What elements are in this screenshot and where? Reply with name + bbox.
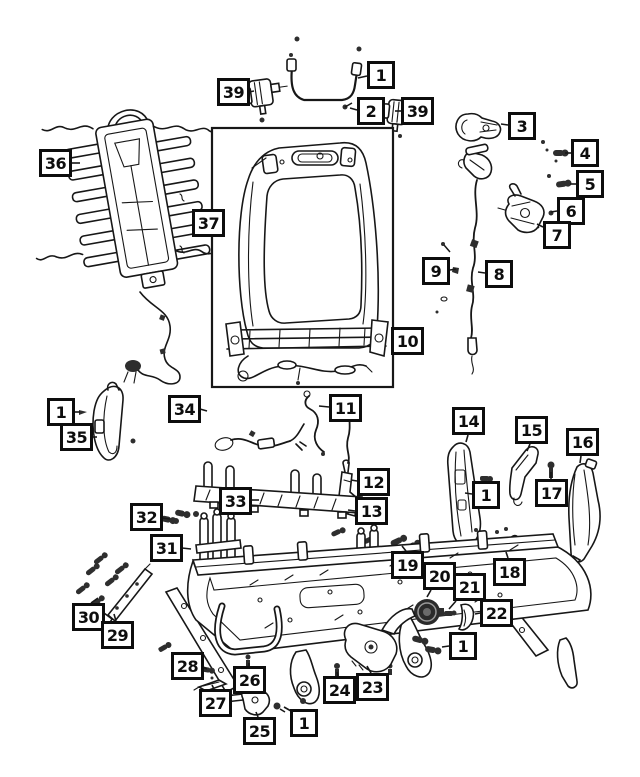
- bolts-32-drawing: [161, 509, 191, 525]
- cables-34-11-drawing: [214, 390, 352, 464]
- callout-19[interactable]: 19: [391, 551, 424, 579]
- callout-24[interactable]: 24: [323, 676, 356, 704]
- screw-part2-drawing: [342, 102, 353, 110]
- callout-6[interactable]: 6: [557, 197, 585, 225]
- callout-34[interactable]: 34: [168, 395, 201, 423]
- callout-31[interactable]: 31: [150, 534, 183, 562]
- callout-32[interactable]: 32: [130, 503, 163, 531]
- knob-20-drawing: [414, 599, 444, 625]
- callout-16[interactable]: 16: [566, 428, 599, 456]
- trim-rail-29-drawing: [98, 563, 154, 628]
- handle-22-drawing: [457, 603, 475, 631]
- callout-21[interactable]: 21: [453, 573, 486, 601]
- callout-7[interactable]: 7: [543, 221, 571, 249]
- screw-21-drawing: [444, 610, 457, 616]
- callout-2[interactable]: 2: [357, 97, 385, 125]
- belt-guide-15-drawing: [508, 445, 539, 507]
- seat-base-drawing: [164, 508, 592, 705]
- callout-36[interactable]: 36: [39, 149, 72, 177]
- callout-11[interactable]: 11: [329, 394, 362, 422]
- callout-28[interactable]: 28: [171, 652, 204, 680]
- callout-1-shield-bolt[interactable]: 1: [472, 481, 500, 509]
- callout-9[interactable]: 9: [422, 257, 450, 285]
- headrest-rod-drawing: [286, 36, 363, 102]
- callout-20[interactable]: 20: [423, 562, 456, 590]
- callout-29[interactable]: 29: [101, 621, 134, 649]
- callout-25[interactable]: 25: [243, 717, 276, 745]
- recliner-handle-drawing: [79, 381, 136, 461]
- callout-3[interactable]: 3: [508, 112, 536, 140]
- latch-assembly-drawing: [497, 183, 545, 234]
- callout-17[interactable]: 17: [535, 479, 568, 507]
- callout-27[interactable]: 27: [199, 689, 232, 717]
- headrest-bezel-drawing: [455, 112, 502, 142]
- callout-12[interactable]: 12: [357, 468, 390, 496]
- shield-16-drawing: [565, 458, 601, 572]
- callout-35[interactable]: 35: [60, 423, 93, 451]
- callout-1-track-bolts[interactable]: 1: [449, 632, 477, 660]
- callout-18[interactable]: 18: [493, 558, 526, 586]
- callout-1-recliner-handle[interactable]: 1: [47, 398, 75, 426]
- callout-13[interactable]: 13: [355, 497, 388, 525]
- callout-26[interactable]: 26: [233, 666, 266, 694]
- callout-33[interactable]: 33: [219, 487, 252, 515]
- callout-5[interactable]: 5: [576, 170, 604, 198]
- callout-39-right[interactable]: 39: [401, 97, 434, 125]
- callout-15[interactable]: 15: [515, 416, 548, 444]
- callout-23[interactable]: 23: [356, 673, 389, 701]
- callout-37[interactable]: 37: [192, 209, 225, 237]
- bolt-26-drawing: [245, 654, 251, 667]
- recliner-23-drawing: [334, 607, 417, 677]
- callout-22[interactable]: 22: [480, 599, 513, 627]
- callout-30[interactable]: 30: [72, 603, 105, 631]
- callout-14[interactable]: 14: [452, 407, 485, 435]
- release-cable-drawing: [435, 143, 493, 375]
- callout-39-left[interactable]: 39: [217, 78, 250, 106]
- seat-back-frame-drawing: [210, 126, 395, 389]
- heater-pad-drawing: [35, 109, 248, 385]
- bolts-1d-drawing: [387, 635, 442, 675]
- leader-lines: [71, 75, 582, 718]
- callout-8[interactable]: 8: [485, 260, 513, 288]
- callout-1-top[interactable]: 1: [367, 61, 395, 89]
- callout-10[interactable]: 10: [391, 327, 424, 355]
- callout-4[interactable]: 4: [571, 139, 599, 167]
- callout-1-front-bolt[interactable]: 1: [290, 709, 318, 737]
- screws-30-drawing: [75, 552, 129, 608]
- bolts-1e-drawing: [273, 698, 306, 713]
